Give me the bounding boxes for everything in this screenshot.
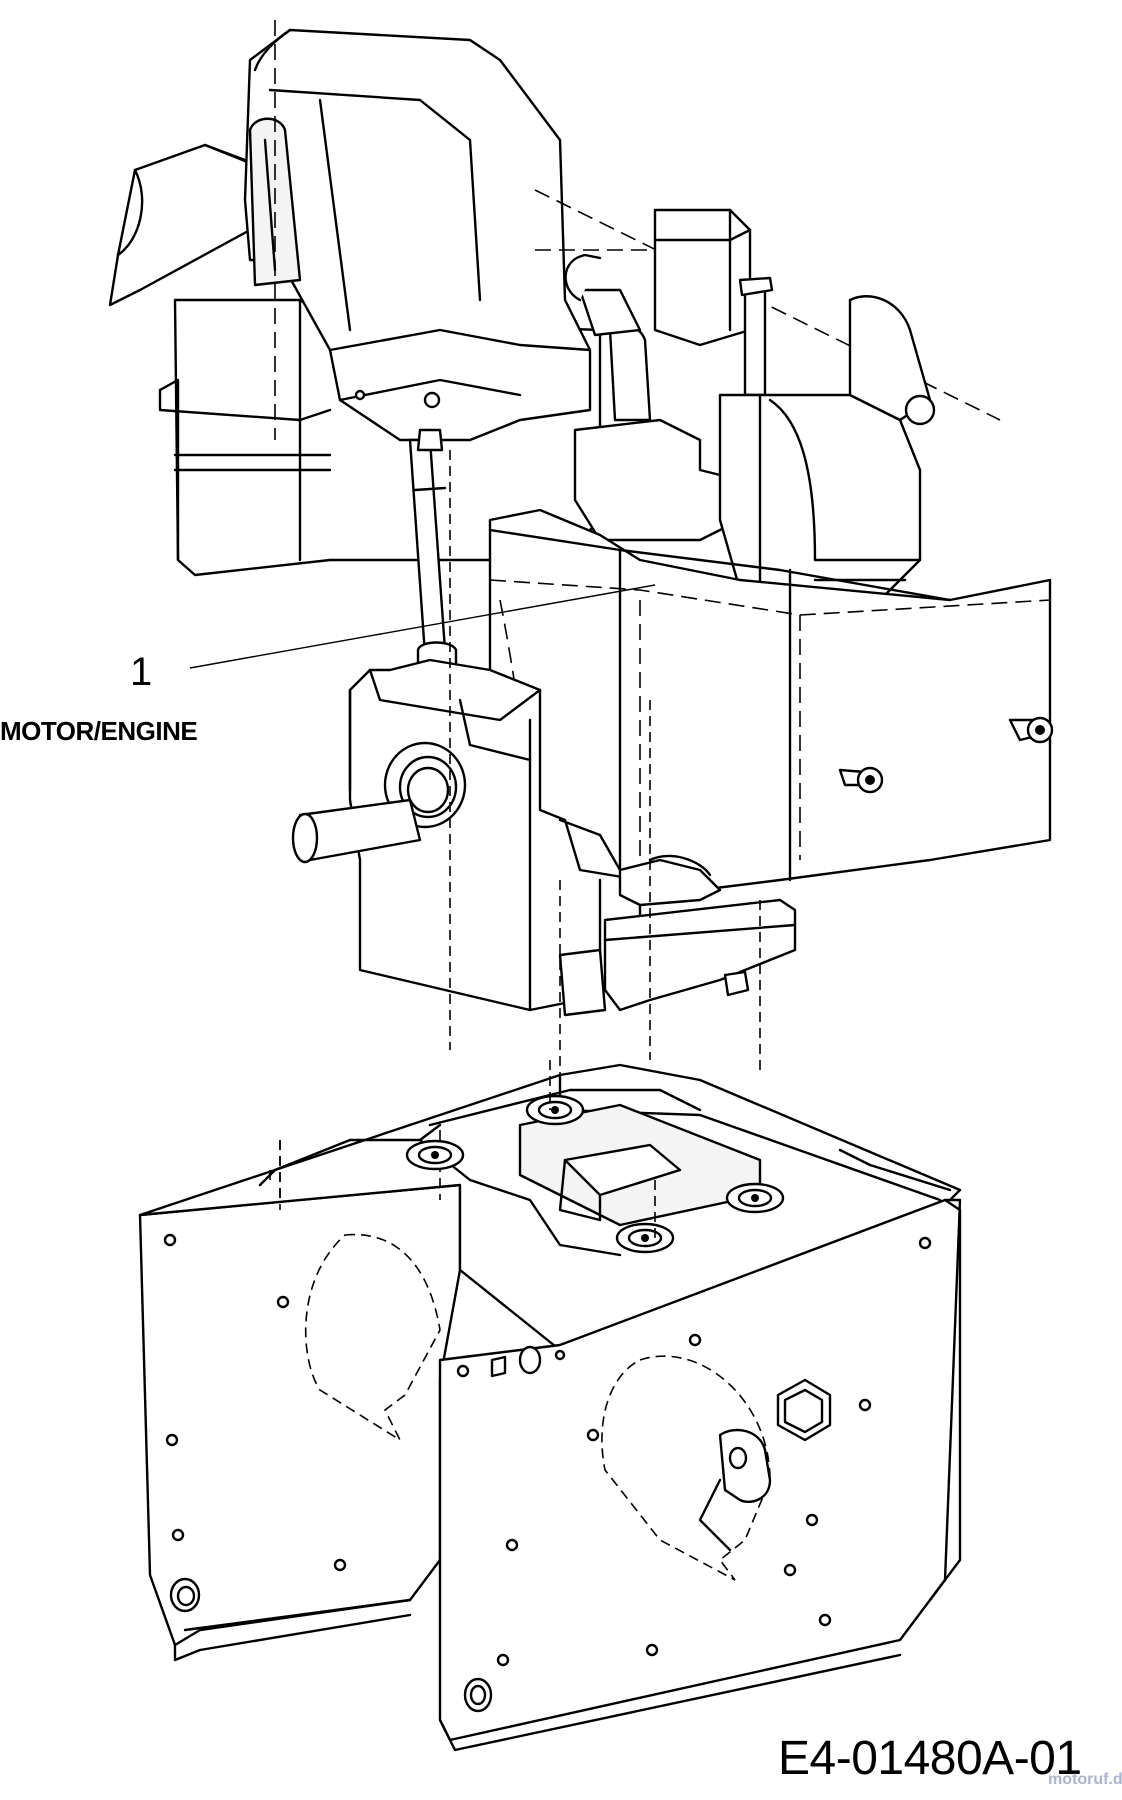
callout-number: 1 xyxy=(130,650,153,694)
flywheel-area xyxy=(618,854,722,907)
frame-left-cutout xyxy=(304,1233,441,1443)
mount-grommet-3 xyxy=(615,1222,675,1254)
carburetor xyxy=(564,208,752,542)
hex-nut xyxy=(776,1378,832,1442)
engine-assembly xyxy=(108,20,1054,1080)
frame-right-cutout xyxy=(601,1355,771,1581)
callout-label: MOTOR/ENGINE xyxy=(0,716,198,746)
block-bolt-center xyxy=(838,766,884,794)
callout-leader-line xyxy=(189,584,656,669)
block-bolt-right xyxy=(1008,716,1054,744)
mount-grommet-1 xyxy=(405,1139,465,1171)
engine-mounting-base xyxy=(558,898,797,1017)
diagram-code: E4-01480A-01 xyxy=(778,1732,1082,1785)
crankshaft xyxy=(291,741,467,864)
watermark-logo: motoruf.de xyxy=(1048,1771,1122,1788)
top-bolt xyxy=(738,276,774,397)
frame-right-side-plate xyxy=(438,1198,962,1752)
bearing-bracket xyxy=(698,1428,772,1552)
muffler xyxy=(718,295,936,602)
frame-left-side-plate xyxy=(138,1183,462,1662)
engine-block xyxy=(488,508,1052,892)
mount-grommet-4 xyxy=(725,1182,785,1214)
chassis-frame xyxy=(138,1060,962,1752)
blower-housing-cover xyxy=(243,28,592,442)
mount-grommet-2 xyxy=(525,1094,585,1126)
